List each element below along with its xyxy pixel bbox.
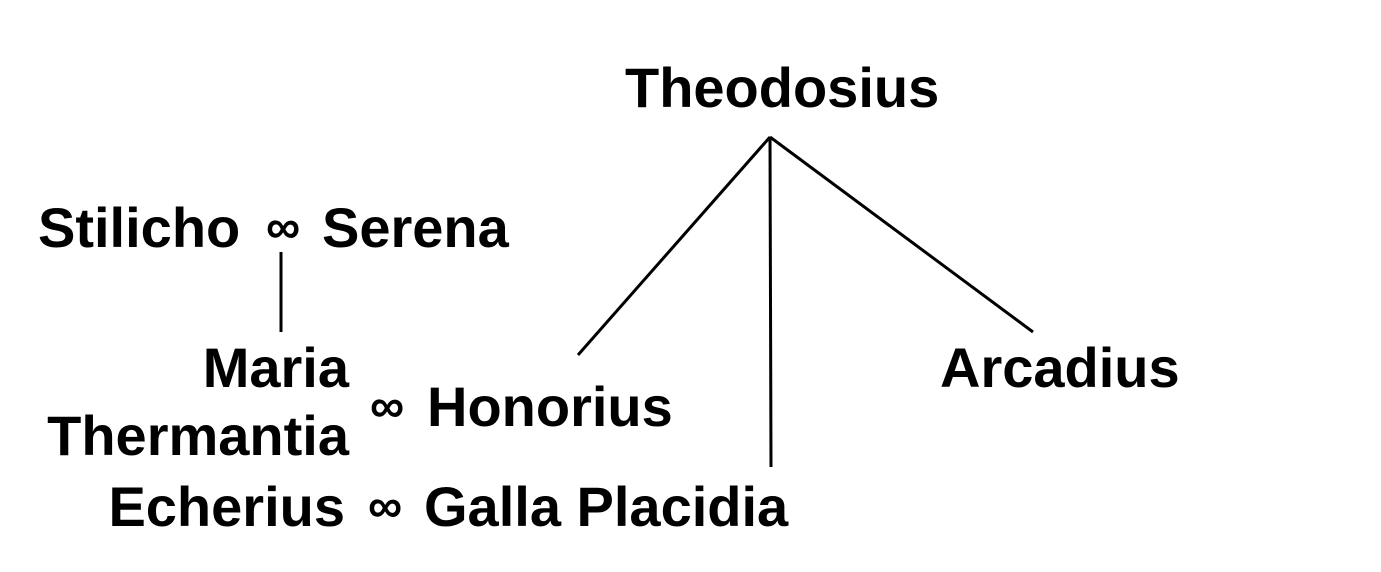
marriage-symbol-honorius: ∞ xyxy=(370,380,405,433)
name-serena: Serena xyxy=(322,196,509,259)
name-arcadius: Arcadius xyxy=(940,336,1180,399)
name-echerius: Echerius xyxy=(108,475,345,538)
marriage-symbol-echerius-galla: ∞ xyxy=(368,480,403,533)
line-theodosius-arcadius xyxy=(769,135,1034,334)
name-thermantia: Thermantia xyxy=(47,404,349,467)
line-theodosius-galla-placidia xyxy=(768,136,773,468)
name-maria: Maria xyxy=(202,336,349,399)
line-theodosius-honorius xyxy=(576,136,772,356)
marriage-symbol-stilicho-serena: ∞ xyxy=(266,201,301,254)
name-honorius: Honorius xyxy=(427,375,673,438)
name-stilicho: Stilicho xyxy=(38,196,241,259)
name-galla-placidia: Galla Placidia xyxy=(424,475,789,538)
name-theodosius: Theodosius xyxy=(625,56,940,119)
